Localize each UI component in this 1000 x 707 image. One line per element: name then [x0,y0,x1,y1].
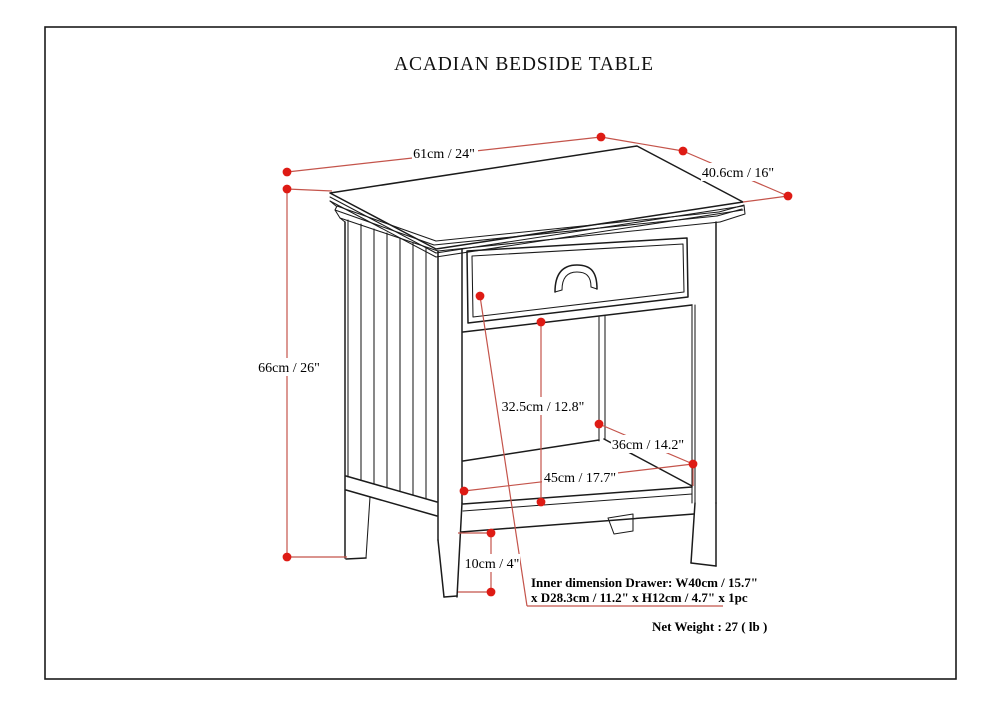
dimension-points [282,132,793,597]
dimension-point [596,132,606,142]
border-frame [44,26,957,680]
open-compartment [462,304,693,442]
dimension-point [678,146,688,156]
label-shelf-width: 45cm / 17.7" [544,471,616,486]
drawer-note-line2: x D28.3cm / 11.2" x H12cm / 4.7" x 1pc [531,590,748,605]
label-shelf-depth: 36cm / 14.2" [612,438,684,453]
dimension-point [688,459,698,469]
side-slat-panel [345,219,438,517]
cornice-molding [329,200,746,252]
dimension-point [486,587,496,597]
drawer-front [466,237,689,324]
dimension-point [282,167,292,177]
front-frame-stiles [437,221,717,541]
label-top-depth: 40.6cm / 16" [702,166,774,181]
dimension-point [594,419,604,429]
notes: Inner dimension Drawer: W40cm / 15.7" x … [531,575,767,634]
dimension-point [783,191,793,201]
dimension-point [486,528,496,538]
dimension-point [282,552,292,562]
legs [344,221,717,598]
label-overall-height: 66cm / 26" [258,361,320,376]
page-title: ACADIAN BEDSIDE TABLE [394,54,654,75]
label-top-width: 61cm / 24" [413,147,475,162]
dimension-point [536,497,546,507]
net-weight-note: Net Weight : 27 ( lb ) [652,619,767,634]
dimension-labels: 61cm / 24" 40.6cm / 16" 66cm / 26" 32.5c… [257,144,775,572]
label-leg-height: 10cm / 4" [465,557,520,572]
dimension-point [536,317,546,327]
label-compartment-height: 32.5cm / 12.8" [502,400,585,415]
drawer-note-line1: Inner dimension Drawer: W40cm / 15.7" [531,575,758,590]
dimension-point [475,291,485,301]
drawer-handle [554,264,598,293]
furniture-drawing [329,145,746,598]
dimension-point [459,486,469,496]
dimension-point [282,184,292,194]
